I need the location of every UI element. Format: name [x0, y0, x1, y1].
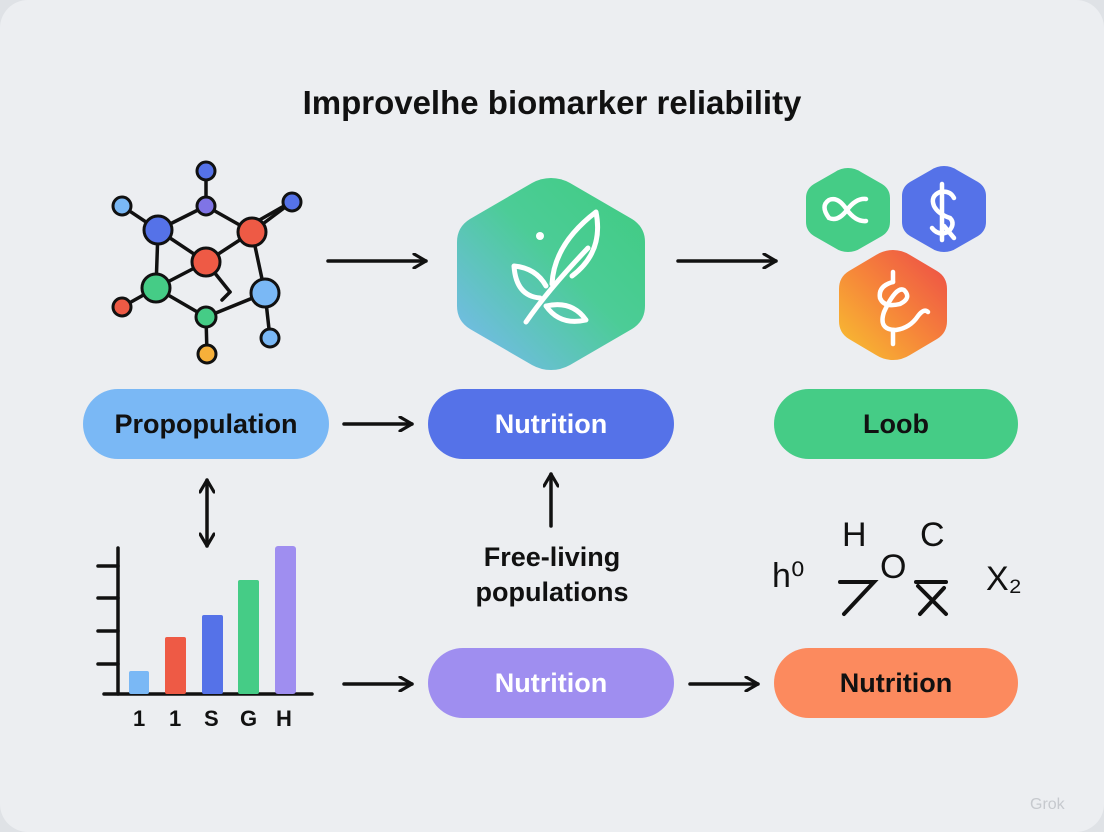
page-title: Improvelhe biomarker reliability — [302, 84, 802, 121]
symbol-x2: X₂ — [986, 560, 1022, 598]
caption-line-2: populations — [475, 577, 629, 607]
nutrition-right-label: Nutrition — [839, 667, 953, 698]
knot-icon — [877, 269, 931, 347]
symbol-O: O — [880, 548, 907, 586]
bar-1 — [129, 671, 149, 694]
watermark: Grok — [1030, 796, 1065, 813]
nutrition-top-pill: Nutrition — [428, 389, 674, 459]
bar-tick-1: 1 — [133, 706, 146, 731]
symbol-H: H — [842, 516, 867, 554]
bar-5 — [275, 546, 296, 694]
bar-tick-4: G — [240, 706, 258, 731]
free-living-caption: Free-living populations — [440, 540, 664, 610]
bar-3 — [202, 615, 223, 694]
dollar-icon — [929, 181, 957, 243]
nutrition-mid-pill: Nutrition — [428, 648, 674, 718]
population-pill: Propopulation — [83, 389, 329, 459]
bar-4 — [238, 580, 259, 694]
nutrition-top-label: Nutrition — [494, 408, 608, 439]
leaf-icon — [511, 209, 601, 325]
population-label: Propopulation — [114, 408, 298, 439]
loob-pill: Loob — [774, 389, 1018, 459]
nutrition-right-pill: Nutrition — [774, 648, 1018, 718]
bar-tick-3: S — [204, 706, 219, 731]
nutrition-mid-label: Nutrition — [494, 667, 608, 698]
infinity-icon — [822, 196, 869, 224]
symbol-C: C — [920, 516, 945, 554]
loob-label: Loob — [863, 408, 929, 439]
bar-tick-5: H — [276, 706, 292, 731]
symbol-h0: h⁰ — [772, 557, 805, 595]
bar-2 — [165, 637, 186, 694]
bar-tick-2: 1 — [169, 706, 182, 731]
caption-line-1: Free-living — [483, 542, 621, 572]
